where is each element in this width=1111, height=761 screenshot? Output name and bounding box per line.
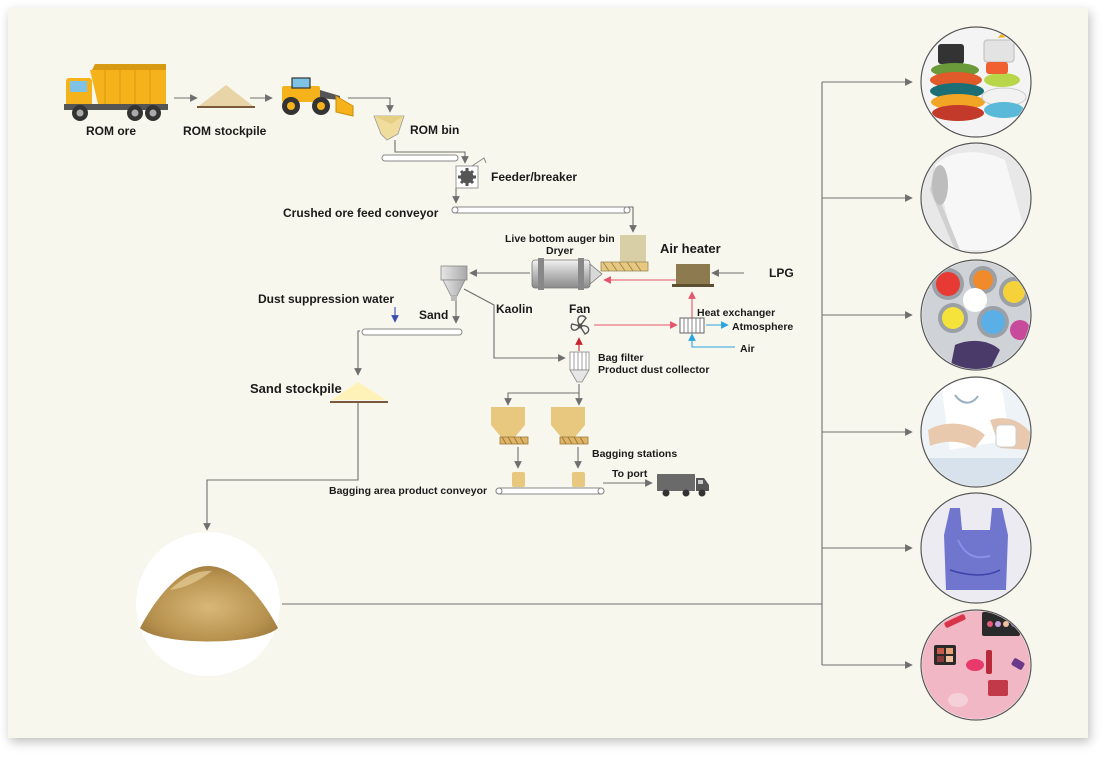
plastic-bag-icon xyxy=(922,494,1030,602)
label-rom-ore: ROM ore xyxy=(86,124,136,138)
crushed-ore-feed-conveyor xyxy=(451,206,631,214)
label-sand: Sand xyxy=(419,308,448,322)
label-fan: Fan xyxy=(569,302,590,316)
bagging-hopper-2 xyxy=(551,407,589,445)
label-atmosphere: Atmosphere xyxy=(732,321,793,333)
heat-exchanger-icon xyxy=(679,317,705,334)
bag-filter-icon xyxy=(569,351,590,383)
label-product-dust-collector: Product dust collector xyxy=(598,364,709,376)
application-pharmaceuticals xyxy=(920,376,1032,488)
flow-lines xyxy=(174,78,913,669)
label-bag-filter: Bag filter xyxy=(598,352,644,364)
colored-flows xyxy=(391,276,735,351)
rom-truck-icon xyxy=(64,64,168,121)
label-air-heater: Air heater xyxy=(660,241,721,256)
application-paints xyxy=(920,259,1032,371)
label-kaolin: Kaolin xyxy=(496,302,533,316)
feeder-conveyor xyxy=(381,154,459,162)
air-heater-icon xyxy=(672,264,714,287)
label-bagging-stations: Bagging stations xyxy=(592,448,677,460)
feeder-breaker-icon xyxy=(455,157,487,189)
label-air: Air xyxy=(740,343,755,355)
label-lpg: LPG xyxy=(769,266,794,280)
product-bags xyxy=(512,472,585,487)
label-dust-suppression-water: Dust suppression water xyxy=(258,292,394,306)
sand-stockpile-icon xyxy=(330,382,388,403)
application-ceramics xyxy=(920,26,1032,138)
label-sand-stockpile: Sand stockpile xyxy=(250,381,342,396)
label-rom-stockpile: ROM stockpile xyxy=(183,124,267,138)
label-heat-exchanger: Heat exchanger xyxy=(697,307,775,319)
rotary-dryer-icon xyxy=(531,258,603,290)
wheel-loader-icon xyxy=(282,77,354,117)
label-dryer: Dryer xyxy=(546,245,573,257)
bagging-area-product-conveyor xyxy=(495,487,605,495)
bagging-hopper-1 xyxy=(491,407,529,445)
cyclone-icon xyxy=(440,265,468,301)
live-bottom-auger-bin-icon xyxy=(600,235,649,272)
paper-roll-icon xyxy=(922,144,1030,252)
label-live-bottom-auger-bin: Live bottom auger bin xyxy=(505,233,615,245)
label-bagging-area-product-conveyor: Bagging area product conveyor xyxy=(329,485,487,497)
ceramics-cups-icon xyxy=(922,28,1030,136)
rom-bin-icon xyxy=(373,115,405,141)
application-cosmetics xyxy=(920,609,1032,721)
label-feeder-breaker: Feeder/breaker xyxy=(491,170,577,184)
sand-product-image xyxy=(136,532,280,676)
application-paper xyxy=(920,142,1032,254)
label-rom-bin: ROM bin xyxy=(410,123,459,137)
application-plastics xyxy=(920,492,1032,604)
rom-stockpile-icon xyxy=(197,85,255,108)
cosmetics-icon xyxy=(922,611,1030,719)
sand-conveyor xyxy=(361,328,463,336)
delivery-truck-icon xyxy=(657,474,709,497)
fan-icon xyxy=(570,315,590,335)
label-crushed-ore-feed-conveyor: Crushed ore feed conveyor xyxy=(283,206,439,220)
label-to-port: To port xyxy=(612,468,648,480)
paint-cans-icon xyxy=(922,261,1030,369)
